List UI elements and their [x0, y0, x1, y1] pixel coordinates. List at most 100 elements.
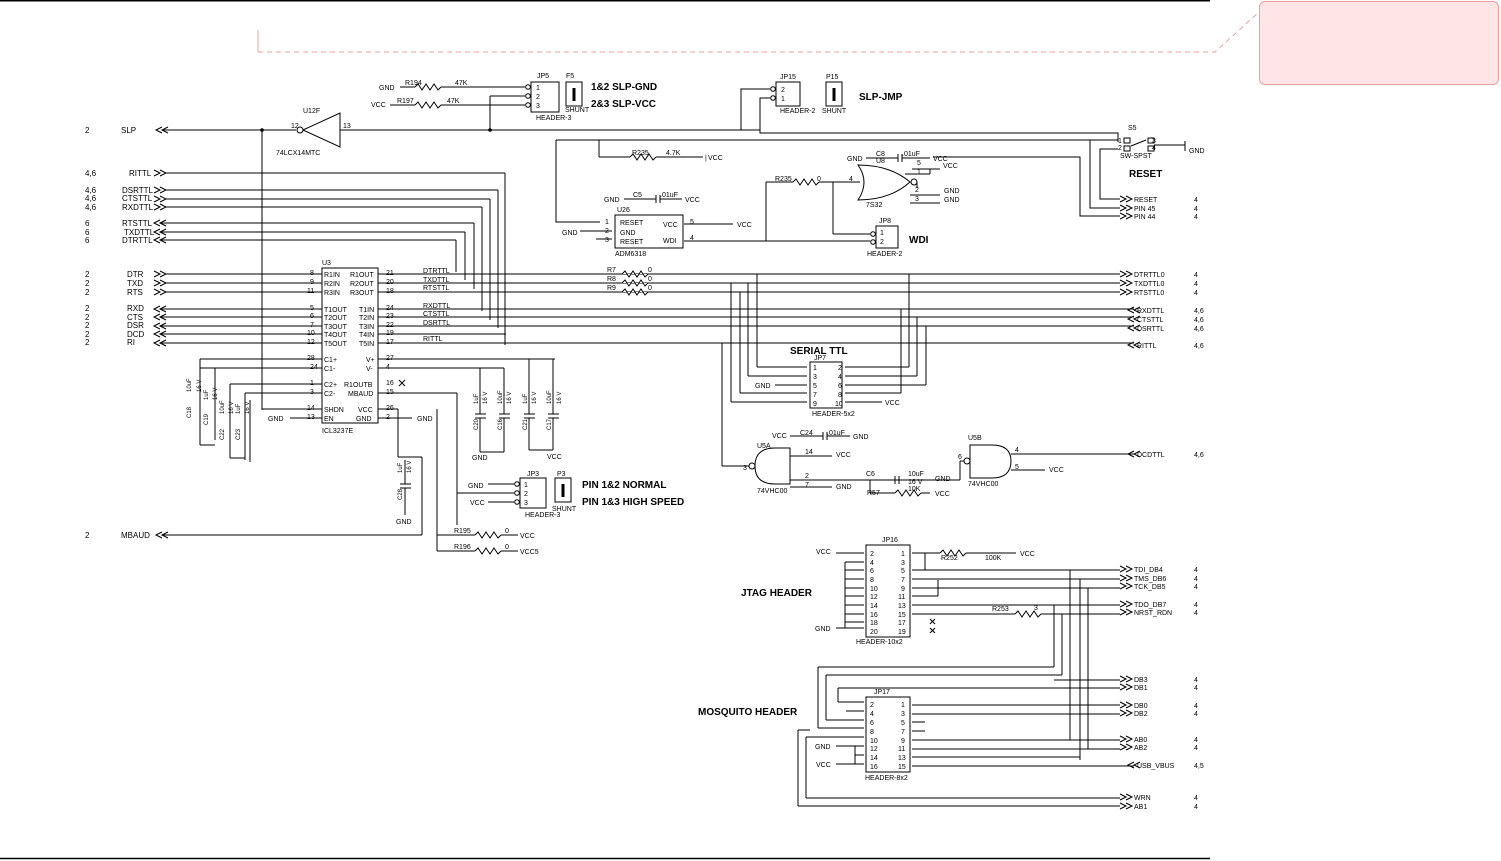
- svg-text:ICL3237E: ICL3237E: [322, 428, 353, 435]
- svg-text:RESET: RESET: [1134, 197, 1158, 204]
- svg-text:R253: R253: [992, 606, 1009, 613]
- svg-text:6: 6: [85, 228, 90, 237]
- svg-text:VCC: VCC: [885, 400, 900, 407]
- svg-text:GND: GND: [379, 85, 395, 92]
- svg-text:19: 19: [898, 629, 906, 636]
- svg-text:11: 11: [307, 288, 314, 295]
- svg-text:RITTL: RITTL: [1137, 343, 1157, 350]
- svg-text:PIN 45: PIN 45: [1134, 206, 1156, 213]
- svg-text:1uF: 1uF: [236, 403, 242, 414]
- svg-text:T2OUT: T2OUT: [324, 315, 348, 322]
- svg-text:4: 4: [870, 560, 874, 567]
- svg-text:GND: GND: [853, 434, 869, 441]
- svg-text:4: 4: [1015, 447, 1019, 454]
- svg-text:2: 2: [1118, 145, 1122, 152]
- svg-text:C23: C23: [236, 428, 242, 440]
- svg-text:4: 4: [838, 374, 842, 381]
- svg-text:1: 1: [605, 219, 609, 226]
- svg-text:VCC: VCC: [685, 197, 700, 204]
- jp5-resistors: [390, 83, 525, 130]
- svg-text:SLP: SLP: [121, 126, 136, 135]
- svg-text:C18: C18: [187, 406, 193, 418]
- jumper-jp5: JP5 HEADER-3 123 F5 SHUNT: [525, 73, 590, 122]
- svg-text:R196: R196: [454, 544, 471, 551]
- svg-text:TMS_DB6: TMS_DB6: [1134, 576, 1166, 583]
- svg-text:3: 3: [1152, 138, 1156, 145]
- svg-text:R252: R252: [941, 555, 958, 562]
- svg-text:C1-: C1-: [324, 366, 336, 373]
- note-pin-normal: PIN 1&2 NORMAL: [582, 480, 666, 491]
- svg-text:0: 0: [505, 544, 509, 551]
- svg-text:10uF: 10uF: [908, 471, 924, 478]
- jumper-jp8: JP8 HEADER-2 12: [867, 218, 903, 258]
- svg-text:F5: F5: [566, 73, 574, 80]
- svg-text:4: 4: [1194, 804, 1198, 811]
- svg-text:T3IN: T3IN: [359, 324, 374, 331]
- svg-text:1: 1: [917, 169, 921, 176]
- svg-text:5: 5: [1015, 464, 1019, 471]
- svg-text:17: 17: [898, 620, 906, 627]
- svg-text:4: 4: [849, 176, 853, 183]
- svg-text:CTSTTL: CTSTTL: [122, 194, 153, 203]
- svg-text:4: 4: [1152, 145, 1156, 152]
- svg-text:C8: C8: [876, 151, 885, 158]
- svg-text:USB_VBUS: USB_VBUS: [1137, 763, 1175, 770]
- svg-text:R194: R194: [405, 80, 422, 87]
- svg-text:AB2: AB2: [1134, 745, 1147, 752]
- svg-text:20: 20: [870, 629, 878, 636]
- svg-text:18: 18: [870, 620, 878, 627]
- svg-text:1: 1: [901, 702, 905, 709]
- svg-text:1uF: 1uF: [474, 393, 480, 404]
- svg-text:4,6: 4,6: [1194, 343, 1204, 350]
- svg-text:6: 6: [85, 219, 90, 228]
- svg-text:JP17: JP17: [874, 689, 890, 696]
- svg-text:4.7K: 4.7K: [666, 150, 681, 157]
- svg-text:12: 12: [870, 746, 878, 753]
- svg-text:VCC: VCC: [371, 102, 386, 109]
- svg-text:C2-: C2-: [324, 391, 336, 398]
- u3-nets: [199, 273, 1134, 525]
- nand-gate-u5b: U5B 74VHC00 645 VCC: [958, 435, 1064, 488]
- svg-text:T4OUT: T4OUT: [324, 332, 348, 339]
- svg-text:HEADER-10x2: HEADER-10x2: [856, 639, 903, 646]
- svg-text:SHUNT: SHUNT: [552, 506, 577, 513]
- svg-text:JP5: JP5: [537, 73, 549, 80]
- svg-text:0: 0: [648, 276, 652, 283]
- svg-text:VCC: VCC: [836, 452, 851, 459]
- note-reset: RESET: [1129, 169, 1162, 180]
- svg-text:2: 2: [781, 87, 785, 94]
- svg-text:0: 0: [648, 285, 652, 292]
- svg-text:4: 4: [1194, 290, 1198, 297]
- review-comment-box[interactable]: [1259, 1, 1499, 85]
- svg-text:U5B: U5B: [968, 435, 982, 442]
- svg-text:RXDTTL: RXDTTL: [423, 303, 450, 310]
- svg-text:4: 4: [1194, 745, 1198, 752]
- svg-text:HEADER-8x2: HEADER-8x2: [865, 775, 908, 782]
- svg-text:JP8: JP8: [879, 218, 891, 225]
- svg-text:R3IN: R3IN: [324, 290, 340, 297]
- svg-text:10uF: 10uF: [498, 390, 504, 404]
- svg-text:13: 13: [898, 603, 906, 610]
- svg-text:2: 2: [85, 330, 90, 339]
- svg-text:RXD: RXD: [127, 304, 144, 313]
- svg-text:R7: R7: [607, 267, 616, 274]
- svg-text:1: 1: [901, 551, 905, 558]
- svg-text:74VHC00: 74VHC00: [757, 488, 787, 495]
- svg-text:C24: C24: [800, 430, 813, 437]
- svg-text:TXDTTL0: TXDTTL0: [1134, 281, 1164, 288]
- svg-text:CTSTTL: CTSTTL: [423, 311, 450, 318]
- svg-text:4: 4: [1194, 795, 1198, 802]
- svg-text:RITTL: RITTL: [423, 336, 443, 343]
